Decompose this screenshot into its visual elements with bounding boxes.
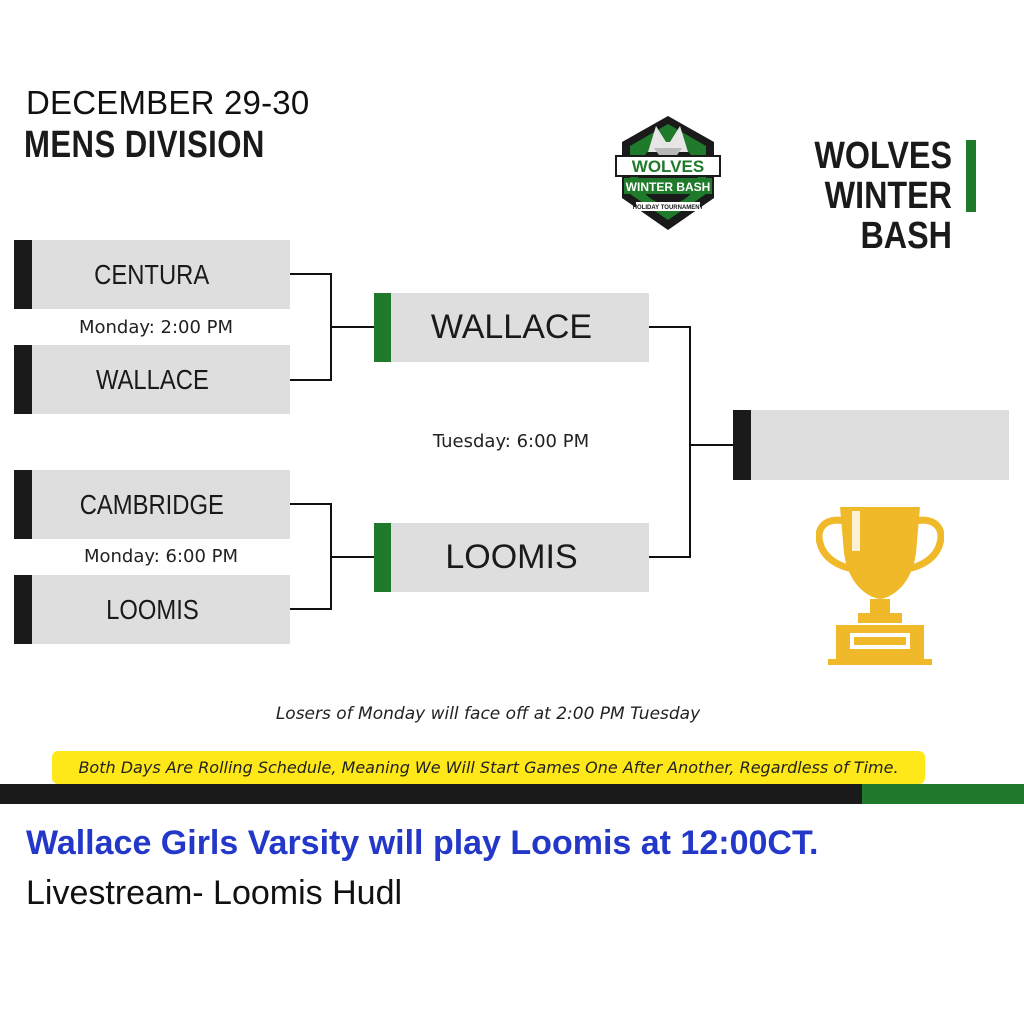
round1-team-wallace: WALLACE <box>14 345 290 414</box>
slot-edge <box>14 575 32 644</box>
bracket-connector <box>330 326 374 328</box>
logo-text-top: WOLVES <box>632 157 704 176</box>
team-name: CAMBRIDGE <box>79 488 225 520</box>
round2-team-wallace: WALLACE <box>374 293 649 362</box>
slot-edge <box>733 410 751 480</box>
brand-accent-bar <box>966 140 976 212</box>
bracket-connector <box>290 503 332 505</box>
slot-edge <box>14 345 32 414</box>
bracket-connector <box>290 379 332 381</box>
brand-line-1: WOLVES <box>814 135 952 177</box>
bracket-connector <box>649 556 691 558</box>
event-date: DECEMBER 29-30 <box>26 84 310 121</box>
bracket-connector <box>689 444 733 446</box>
bracket-connector <box>649 326 691 328</box>
bracket-connector <box>290 273 332 275</box>
game2-time: Monday: 6:00 PM <box>83 546 239 567</box>
footer-stripe-green <box>862 784 1024 804</box>
champion-slot <box>733 410 1009 480</box>
game1-time: Monday: 2:00 PM <box>78 317 234 338</box>
round1-team-centura: CENTURA <box>14 240 290 309</box>
team-name: LOOMIS <box>445 538 578 576</box>
brand-line-2: WINTER BASH <box>824 175 952 257</box>
bracket-connector <box>330 556 374 558</box>
trophy-icon <box>815 503 945 669</box>
team-name: CENTURA <box>94 258 210 290</box>
announcement-headline: Wallace Girls Varsity will play Loomis a… <box>26 824 819 862</box>
team-name: WALLACE <box>95 363 209 395</box>
rolling-schedule-text: Both Days Are Rolling Schedule, Meaning … <box>78 758 899 777</box>
footer-stripe-dark <box>0 784 862 804</box>
slot-edge <box>374 293 391 362</box>
logo-text-mid: WINTER BASH <box>626 180 711 194</box>
brand-title: WOLVES WINTER BASH <box>755 136 952 256</box>
wolves-logo: WOLVES WINTER BASH HOLIDAY TOURNAMENT <box>610 112 726 234</box>
team-name: LOOMIS <box>105 593 199 625</box>
losers-note: Losers of Monday will face off at 2:00 P… <box>275 704 701 724</box>
team-name: WALLACE <box>430 308 593 346</box>
livestream-note: Livestream- Loomis Hudl <box>26 874 403 912</box>
rolling-schedule-note: Both Days Are Rolling Schedule, Meaning … <box>52 751 925 784</box>
round1-team-loomis: LOOMIS <box>14 575 290 644</box>
round1-team-cambridge: CAMBRIDGE <box>14 470 290 539</box>
bracket-connector <box>689 326 691 558</box>
slot-edge <box>374 523 391 592</box>
logo-text-bottom: HOLIDAY TOURNAMENT <box>633 205 704 211</box>
division-title: MENS DIVISION <box>24 124 265 166</box>
round2-team-loomis: LOOMIS <box>374 523 649 592</box>
slot-edge <box>14 470 32 539</box>
bracket-connector <box>290 608 332 610</box>
slot-edge <box>14 240 32 309</box>
round2-time: Tuesday: 6:00 PM <box>432 431 590 452</box>
